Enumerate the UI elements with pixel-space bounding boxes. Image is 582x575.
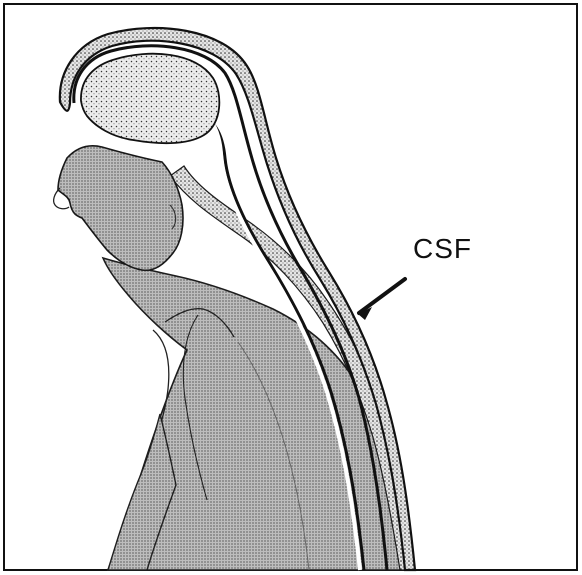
brain-region — [81, 54, 219, 143]
csf-label: CSF — [413, 235, 472, 263]
